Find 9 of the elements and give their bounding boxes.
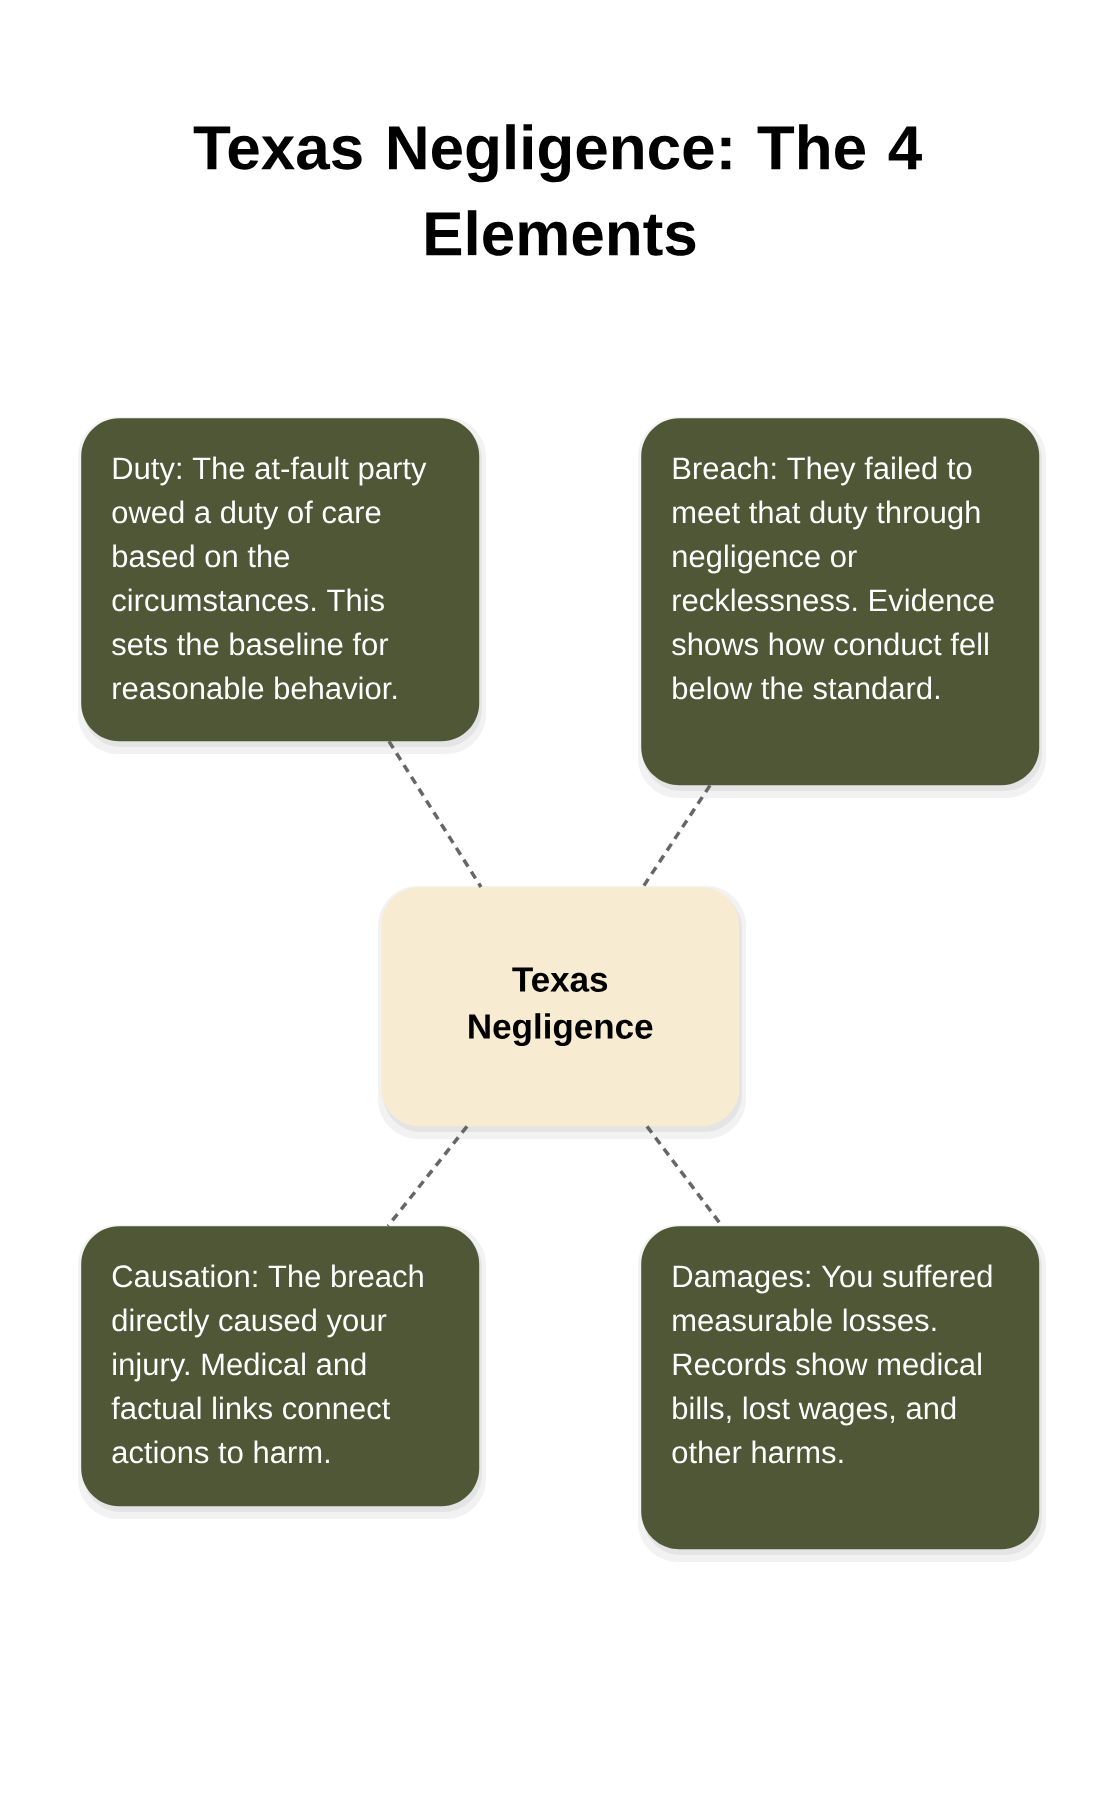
text-box: Duty: The at-fault party owed a duty of care based on the circumstances. This sets the baseline for reasonable behavior. — [78, 417, 486, 754]
text-box: Breach: They failed to meet that duty through negligence or recklessness. Evidence shows how conduct fell below the standard. — [638, 417, 1046, 798]
center-box: Texas Negligence — [378, 886, 746, 1139]
text-box: Causation: The breach directly caused your injury. Medical and factual links connect actions to harm. — [78, 1225, 486, 1519]
connector-line — [387, 740, 483, 888]
text-box: Damages: You suffered measurable losses. Records show medical bills, lost wages, and other harms. — [638, 1225, 1046, 1562]
connector-line — [386, 1125, 469, 1228]
title: Texas Negligence: The 4 Elements — [193, 124, 922, 256]
connector-line — [641, 784, 712, 888]
